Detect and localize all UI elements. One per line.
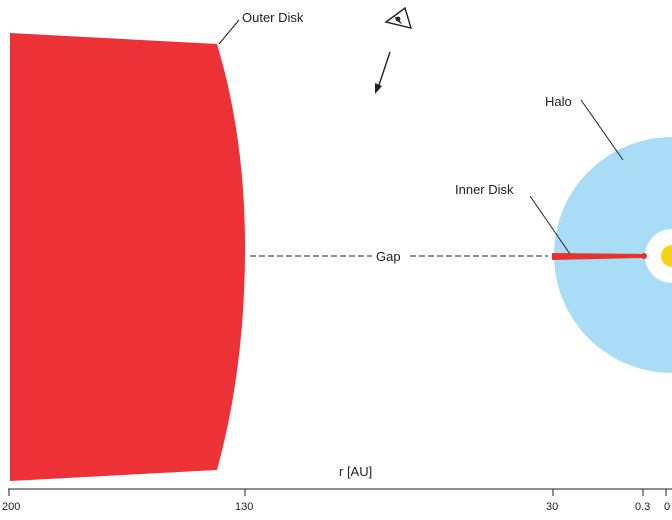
gap-label: Gap: [376, 249, 401, 264]
axis-tick-label: 0: [664, 501, 670, 513]
eye-icon: [384, 6, 413, 29]
inner-disk-rim-dot: [641, 253, 647, 259]
outer-disk-leader: [218, 19, 240, 45]
outer-disk-label: Outer Disk: [242, 10, 304, 25]
axis-tick-label: 130: [235, 501, 253, 513]
star: [661, 245, 672, 267]
star-cavity: [645, 229, 672, 283]
inner-disk-leader: [529, 195, 571, 255]
axis-tick-label: 200: [2, 501, 20, 513]
arrow-icon: [375, 51, 391, 94]
axis-tick-label: 30: [546, 501, 558, 513]
axis-tick-label: 0.3: [635, 501, 650, 513]
outer-disk: [10, 33, 246, 481]
halo-label: Halo: [545, 94, 572, 109]
inner-disk: [552, 253, 643, 260]
axis-label: r [AU]: [339, 464, 372, 479]
inner-disk-label: Inner Disk: [455, 182, 514, 197]
halo-leader: [580, 99, 624, 161]
